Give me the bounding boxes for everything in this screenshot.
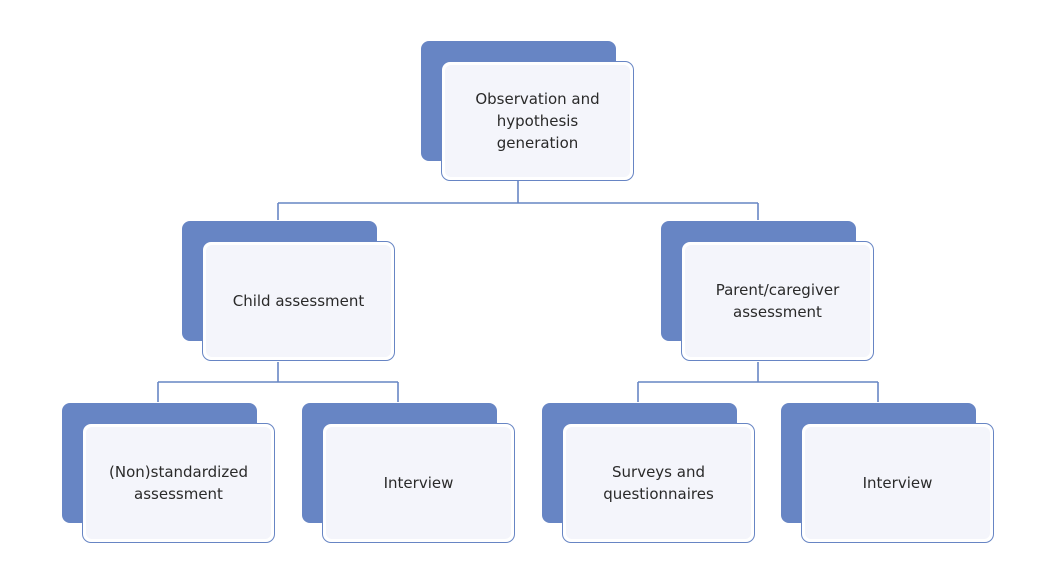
node-label: Child assessment	[232, 292, 365, 310]
node-card-inner: Child assessment	[206, 245, 391, 357]
node-card-inner: (Non)standardized assessment	[86, 427, 271, 539]
node-card: Surveys and questionnaires	[562, 423, 755, 543]
node-child-assessment: Child assessment	[182, 221, 397, 361]
node-card-inner: Parent/caregiver assessment	[685, 245, 870, 357]
node-nonstandardized-assessment: (Non)standardized assessment	[62, 403, 277, 543]
node-label: Interview	[862, 474, 933, 492]
node-surveys-questionnaires: Surveys and questionnaires	[542, 403, 757, 543]
node-parent-caregiver-assessment: Parent/caregiver assessment	[661, 221, 876, 361]
node-card-inner: Observation and hypothesis generation	[445, 65, 630, 177]
node-card-inner: Interview	[805, 427, 990, 539]
node-card-inner: Surveys and questionnaires	[566, 427, 751, 539]
node-label: Observation and hypothesis generation	[475, 90, 600, 152]
node-card: Parent/caregiver assessment	[681, 241, 874, 361]
node-label: Parent/caregiver assessment	[715, 281, 840, 321]
node-child-interview: Interview	[302, 403, 517, 543]
node-label: Surveys and questionnaires	[603, 463, 714, 503]
node-card: Interview	[322, 423, 515, 543]
node-observation-hypothesis: Observation and hypothesis generation	[421, 41, 636, 181]
node-parent-interview: Interview	[781, 403, 996, 543]
node-card: (Non)standardized assessment	[82, 423, 275, 543]
node-card: Observation and hypothesis generation	[441, 61, 634, 181]
node-label: Interview	[383, 474, 454, 492]
node-label: (Non)standardized assessment	[109, 463, 248, 503]
node-card: Child assessment	[202, 241, 395, 361]
node-card-inner: Interview	[326, 427, 511, 539]
node-card: Interview	[801, 423, 994, 543]
